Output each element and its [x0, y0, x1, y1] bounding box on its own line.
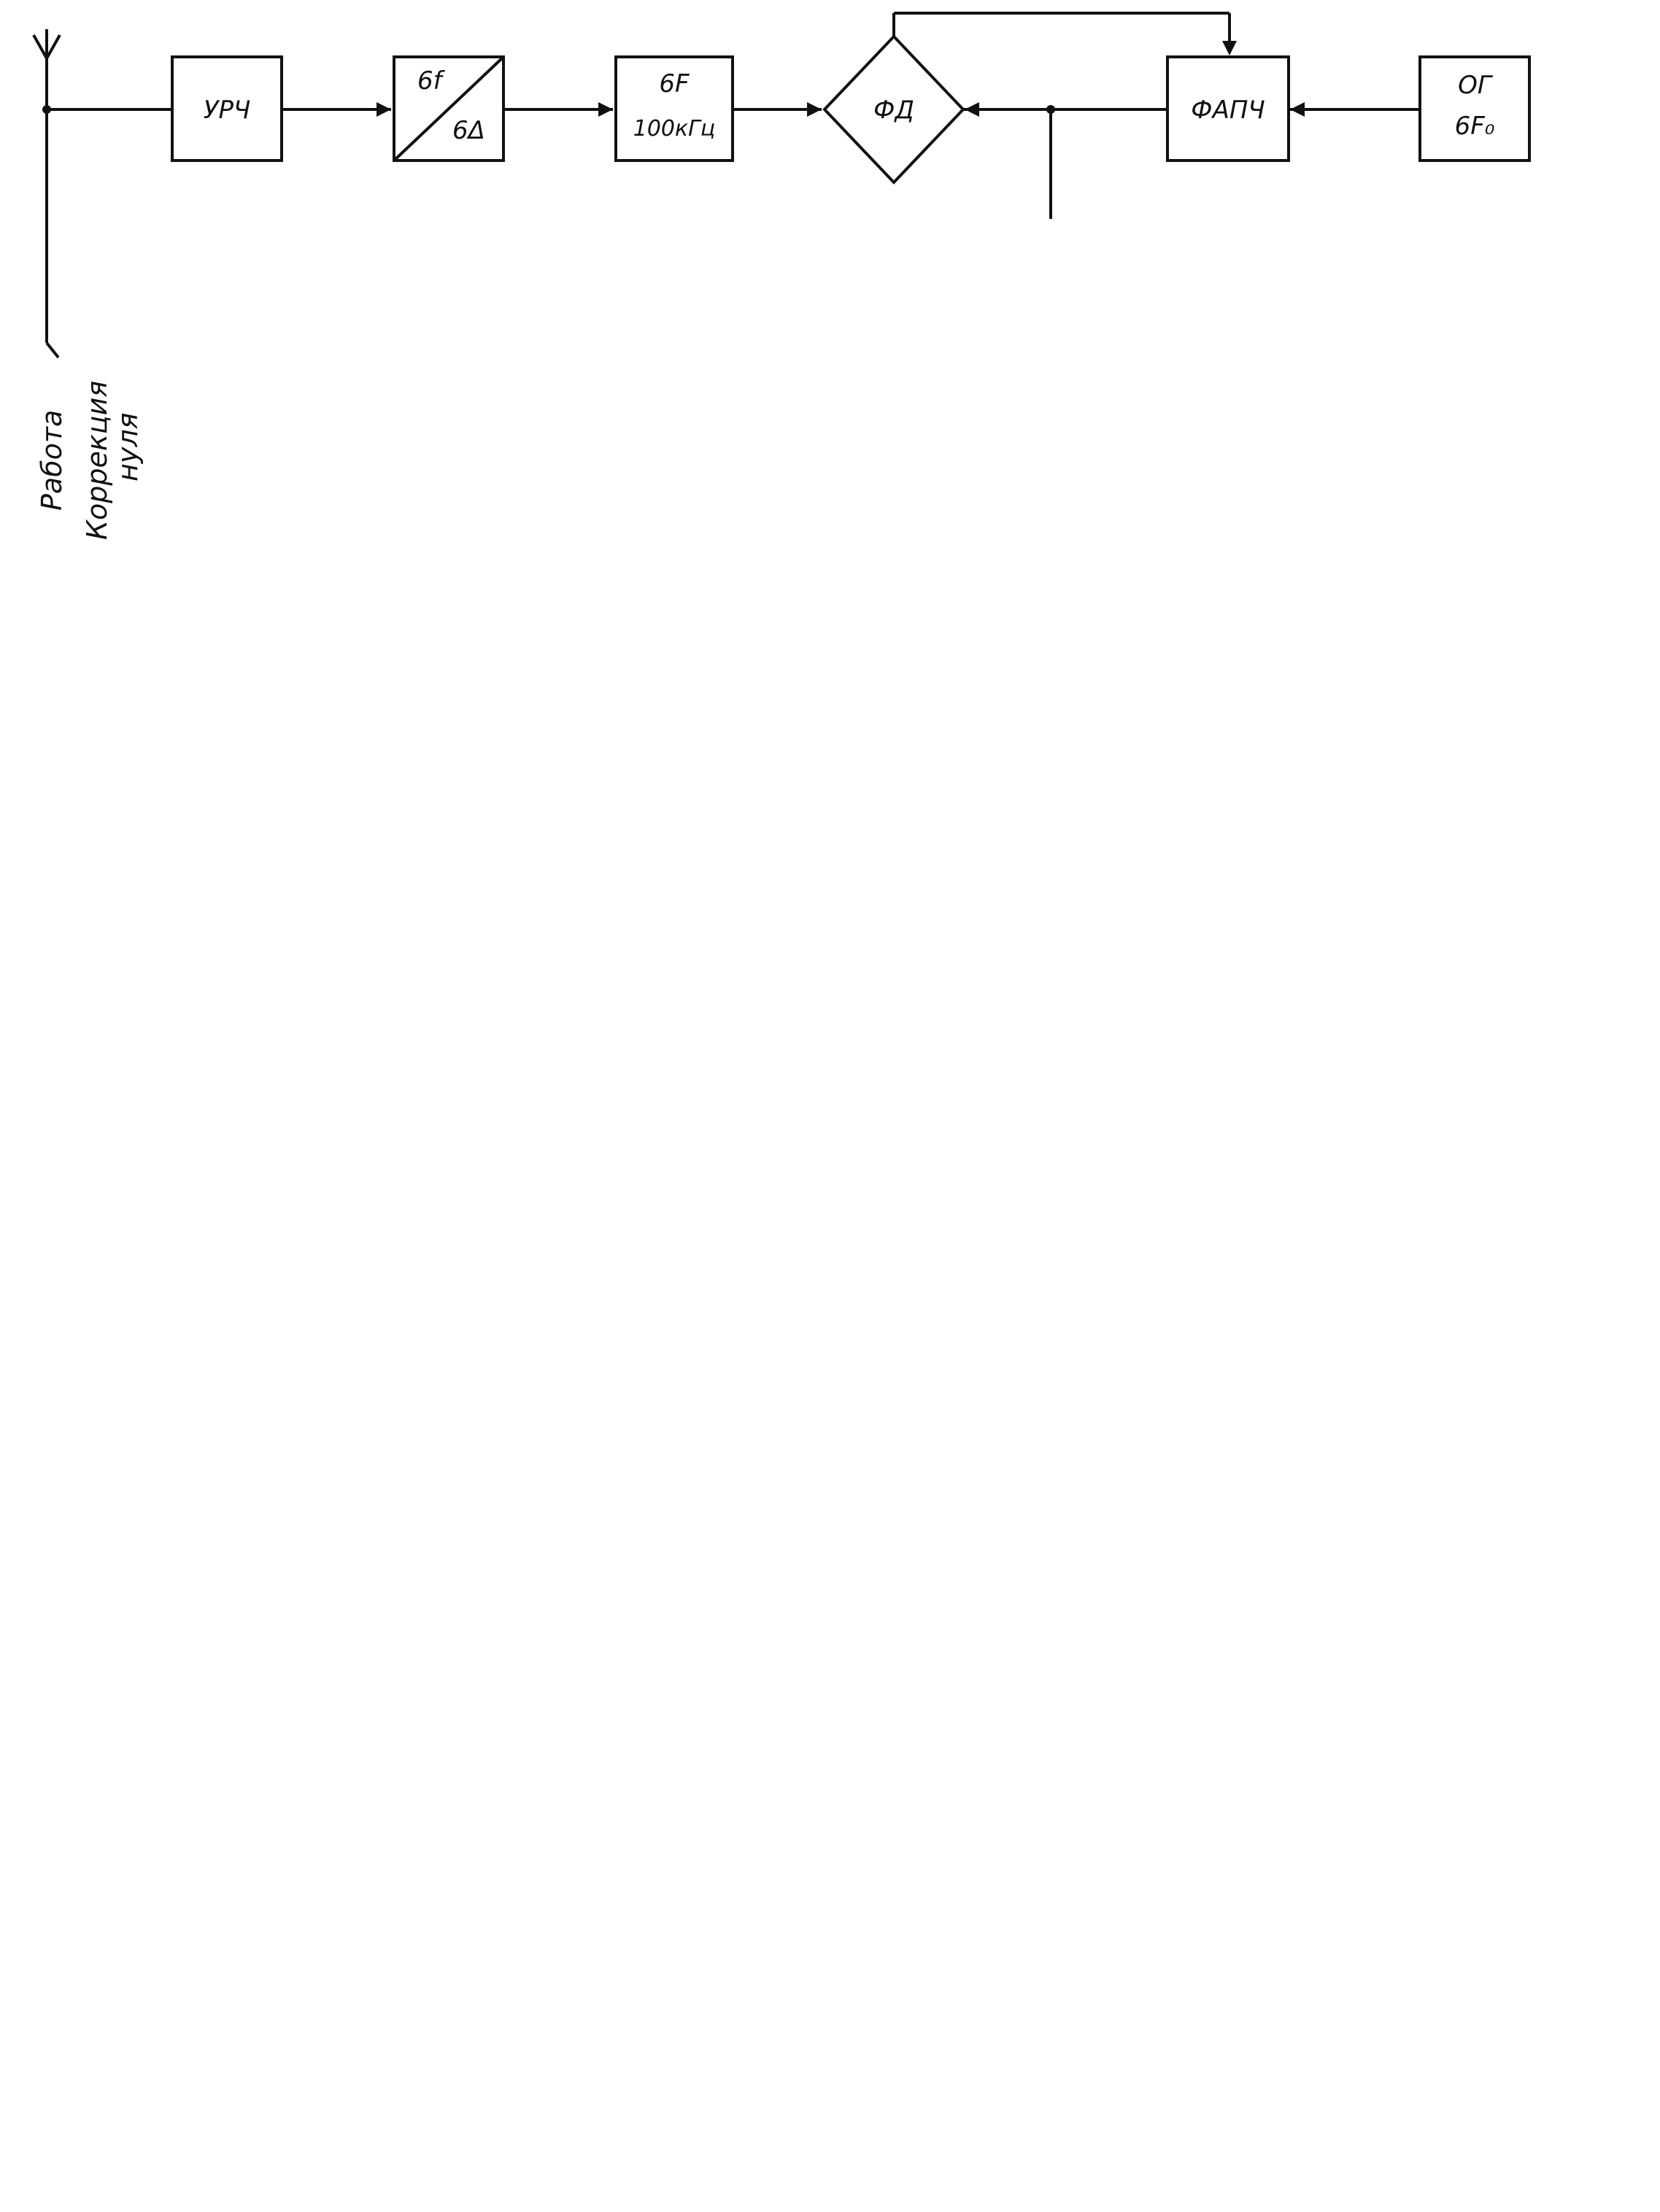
label-korrekciya-left-2: нуля: [112, 413, 144, 482]
block-urch-top-label: УРЧ: [204, 96, 251, 125]
block-reference-oscillator: ОГ 6F₀: [1418, 55, 1531, 162]
block-reference-oscillator-top-label: ОГ: [1458, 71, 1494, 100]
block-phase-detector: ФД: [822, 34, 965, 185]
block-fapch: ФАПЧ: [1166, 55, 1290, 162]
antenna: [32, 29, 61, 93]
block-bandpass-6f-bottom-label: 100кГц: [633, 116, 716, 142]
label-rabota-left: Работа: [36, 410, 68, 511]
switch-labels-left: Работа Коррекция нуля: [36, 381, 144, 540]
block-bandpass-6f-top-label: 6F: [659, 69, 690, 98]
block-bandpass-6f: 6F 100кГц: [614, 55, 734, 162]
block-mixer-6f: 6f 6Δ: [393, 55, 505, 162]
block-reference-oscillator-bottom-label: 6F₀: [1455, 112, 1495, 141]
block-phase-detector-label: ФД: [873, 96, 914, 125]
label-korrekciya-left-1: Коррекция: [81, 381, 113, 540]
block-mixer-6f-bottom-label: 6Δ: [452, 116, 485, 145]
block-fapch-label: ФАПЧ: [1191, 96, 1265, 125]
block-mixer-6f-top-label: 6f: [417, 66, 446, 96]
block-urch-top: УРЧ: [171, 55, 283, 162]
